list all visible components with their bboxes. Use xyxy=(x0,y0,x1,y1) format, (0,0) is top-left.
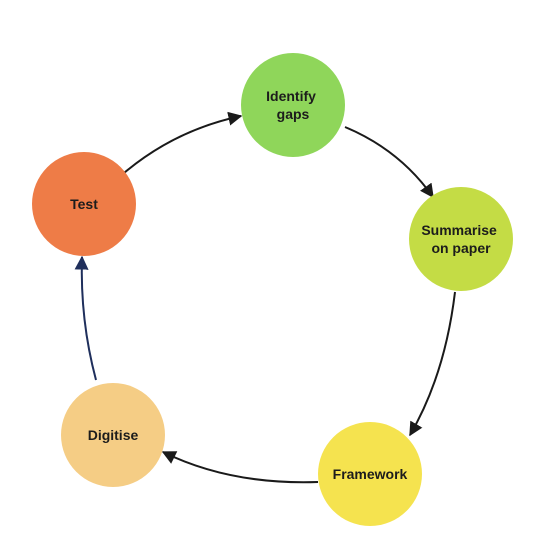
node-summarise-on-paper: Summarise on paper xyxy=(409,187,513,291)
node-framework: Framework xyxy=(318,422,422,526)
node-digitise: Digitise xyxy=(61,383,165,487)
edge-test-to-identify-gaps xyxy=(123,111,243,174)
node-identify-gaps: Identify gaps xyxy=(241,53,345,157)
node-circle-summarise-on-paper xyxy=(409,187,513,291)
node-label-identify-gaps-line-1: Identify xyxy=(266,88,316,104)
svg-text:Test: Test xyxy=(70,196,98,212)
node-label-summarise-on-paper-line-1: Summarise xyxy=(421,222,497,238)
svg-text:Summarise on paper: Summarise on paper xyxy=(421,222,500,256)
node-circle-digitise xyxy=(61,383,165,487)
edge-summarise-on-paper-to-framework xyxy=(409,291,456,437)
node-label-framework: Framework xyxy=(333,466,408,482)
svg-text:Digitise: Digitise xyxy=(88,427,139,443)
node-label-identify-gaps-line-2: gaps xyxy=(277,106,310,122)
node-circle-framework xyxy=(318,422,422,526)
edge-framework-to-digitise xyxy=(161,451,319,484)
node-test: Test xyxy=(32,152,136,256)
node-circle-test xyxy=(32,152,136,256)
edge-identify-gaps-to-summarise-on-paper xyxy=(344,126,434,199)
svg-text:Framework: Framework xyxy=(333,466,408,482)
svg-text:Identify gaps: Identify gaps xyxy=(266,88,320,122)
node-label-test: Test xyxy=(70,196,98,212)
node-circle-identify-gaps xyxy=(241,53,345,157)
edge-digitise-to-test xyxy=(74,255,97,381)
node-label-summarise-on-paper-line-2: on paper xyxy=(431,240,491,256)
node-label-digitise: Digitise xyxy=(88,427,139,443)
